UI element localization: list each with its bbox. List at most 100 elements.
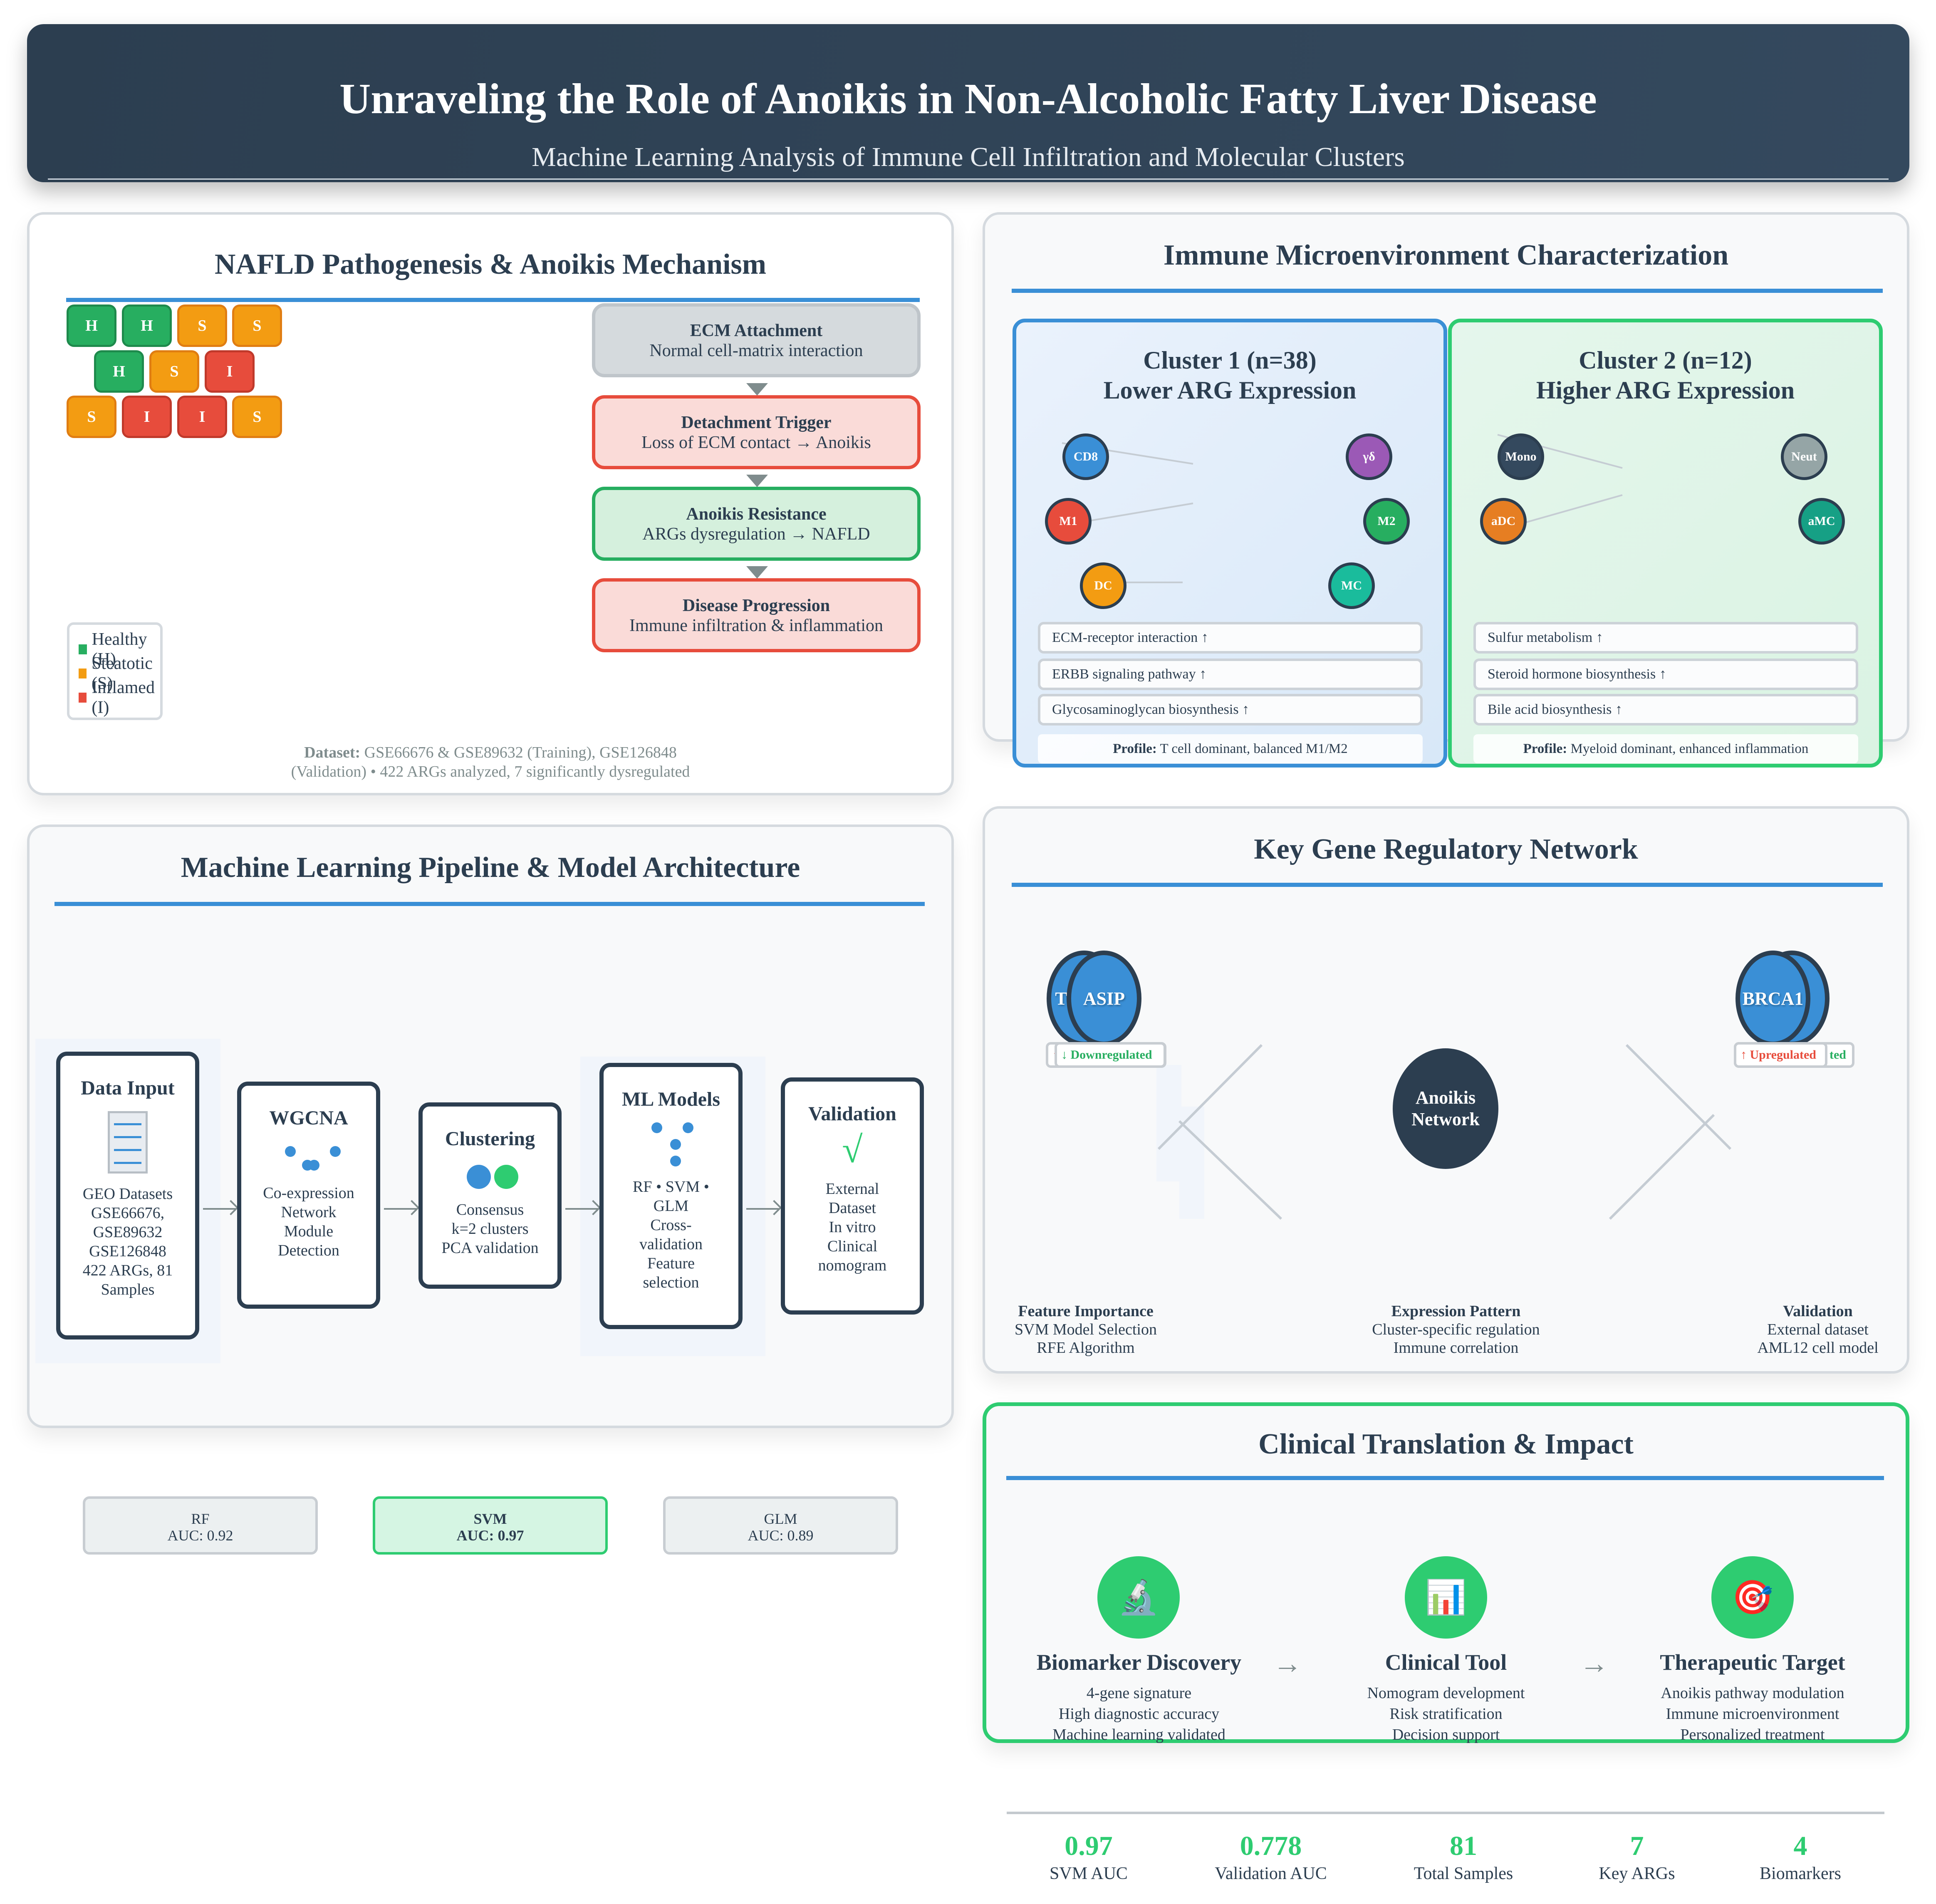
hex-cell: S: [232, 305, 282, 347]
stats-divider: [1007, 1812, 1884, 1814]
gene-network-title: Key Gene Regulatory Network: [1254, 833, 1638, 865]
document-icon: [108, 1111, 148, 1174]
stat-validation-auc: 0.778 Validation AUC: [1215, 1831, 1327, 1883]
title-divider: [1012, 289, 1883, 293]
tree-dots-icon: [604, 1111, 738, 1166]
upregulated-badge: ↑ Upregulated: [1734, 1042, 1827, 1068]
clinical-step-therapeutic: Therapeutic Target Anoikis pathway modul…: [1660, 1650, 1845, 1743]
immune-cell-dc: DC: [1080, 562, 1126, 609]
cluster-2-title: Cluster 2 (n=12) Higher ARG Expression: [1536, 347, 1795, 404]
pathway-item: ECM-receptor interaction ↑: [1038, 622, 1423, 654]
hex-cell: H: [67, 305, 116, 347]
page-title: Unraveling the Role of Anoikis in Non-Al…: [339, 75, 1597, 123]
header-divider: [48, 178, 1889, 180]
pipeline-arrow-icon: [746, 1208, 779, 1210]
arrow-right-icon: →: [1273, 1648, 1302, 1680]
stat-key-args: 7 Key ARGs: [1599, 1831, 1675, 1883]
footer-validation: Validation External dataset AML12 cell m…: [1757, 1302, 1879, 1357]
stage-clustering: Clustering Consensus k=2 clusters PCA va…: [418, 1102, 562, 1289]
microscope-icon: 🔬: [1097, 1556, 1180, 1639]
network-edges: [1156, 1044, 1732, 1220]
flow-arrow-icon: [746, 566, 768, 579]
stat-biomarkers: 4 Biomarkers: [1760, 1831, 1841, 1883]
pathway-item: Bile acid biosynthesis ↑: [1473, 694, 1858, 725]
flow-step-ecm-attachment: ECM Attachment Normal cell-matrix intera…: [592, 303, 921, 377]
footer-expression-pattern: Expression Pattern Cluster-specific regu…: [1372, 1302, 1540, 1357]
pathway-item: ERBB signaling pathway ↑: [1038, 659, 1423, 690]
downregulated-badge: ↓ Downregulated: [1055, 1042, 1166, 1068]
pipeline-arrow-icon: [384, 1208, 416, 1210]
pathway-item: Sulfur metabolism ↑: [1473, 622, 1858, 654]
cluster-1-title: Cluster 1 (n=38) Lower ARG Expression: [1103, 347, 1357, 404]
title-divider: [66, 298, 920, 302]
gene-node-asip[interactable]: ASIP: [1067, 951, 1141, 1046]
bar-chart-icon: 📊: [1405, 1556, 1487, 1639]
title-divider: [1006, 1476, 1884, 1480]
pathway-item: Steroid hormone biosynthesis ↑: [1473, 659, 1858, 690]
legend-item-healthy: Healthy (H): [79, 630, 160, 669]
model-auc-glm: GLM AUC: 0.89: [663, 1496, 898, 1555]
clinical-step-tool: Clinical Tool Nomogram development Risk …: [1367, 1650, 1525, 1743]
pathogenesis-title: NAFLD Pathogenesis & Anoikis Mechanism: [214, 248, 767, 280]
title-divider: [54, 902, 925, 906]
pathway-item: Glycosaminoglycan biosynthesis ↑: [1038, 694, 1423, 725]
immune-cell-m2: M2: [1363, 498, 1410, 545]
cluster-2-profile: Profile: Myeloid dominant, enhanced infl…: [1473, 734, 1858, 763]
network-dots-icon: [241, 1129, 376, 1175]
immune-title: Immune Microenvironment Characterization: [1163, 239, 1729, 271]
clinical-title: Clinical Translation & Impact: [1258, 1428, 1634, 1460]
immune-cell-cd8: CD8: [1062, 433, 1109, 480]
dataset-note: Dataset: GSE66676 & GSE89632 (Training),…: [291, 744, 690, 780]
immune-cell-adc: aDC: [1480, 498, 1527, 545]
stage-ml-models: ML Models RF • SVM • GLM Cross- validati…: [599, 1063, 743, 1329]
pipeline-title: Machine Learning Pipeline & Model Archit…: [181, 852, 800, 884]
clinical-step-biomarker: Biomarker Discovery 4-gene signature Hig…: [1036, 1650, 1242, 1743]
model-auc-svm: SVM AUC: 0.97: [373, 1496, 608, 1555]
legend-swatch: [79, 644, 87, 654]
stat-total-samples: 81 Total Samples: [1414, 1831, 1513, 1883]
flow-arrow-icon: [746, 475, 768, 487]
cluster-1-card: Cluster 1 (n=38) Lower ARG Expression CD…: [1013, 319, 1447, 768]
immune-cell-amc: aMC: [1798, 498, 1845, 545]
hex-cell: H: [122, 305, 172, 347]
hex-cell: S: [177, 305, 227, 347]
legend-swatch: [79, 693, 87, 703]
title-divider: [1012, 883, 1883, 887]
stat-svm-auc: 0.97 SVM AUC: [1050, 1831, 1128, 1883]
pipeline-arrow-icon: [565, 1208, 598, 1210]
hex-cell: I: [177, 396, 227, 438]
immune-cell-gamma-delta: γδ: [1346, 433, 1392, 480]
hepatocyte-legend: Healthy (H) Steatotic (S) Inflamed (I): [67, 622, 163, 720]
model-auc-rf: RF AUC: 0.92: [83, 1496, 318, 1555]
gene-node-brca1[interactable]: BRCA1: [1735, 951, 1810, 1046]
two-clusters-icon: [423, 1150, 557, 1192]
hex-cell: S: [67, 396, 116, 438]
stage-validation: Validation √ External Dataset In vitro C…: [781, 1077, 924, 1315]
immune-cell-mono: Mono: [1498, 433, 1544, 480]
target-icon: 🎯: [1711, 1556, 1794, 1639]
stage-wgcna: WGCNA Co-expression Network Module Detec…: [237, 1082, 380, 1309]
flow-arrow-icon: [746, 383, 768, 396]
immune-cell-mc: MC: [1328, 562, 1375, 609]
cluster-2-card: Cluster 2 (n=12) Higher ARG Expression M…: [1448, 319, 1883, 768]
flow-step-anoikis-resistance: Anoikis Resistance ARGs dysregulation → …: [592, 487, 921, 561]
immune-cell-m1: M1: [1045, 498, 1092, 545]
arrow-right-icon: →: [1579, 1648, 1609, 1680]
pathogenesis-panel: NAFLD Pathogenesis & Anoikis Mechanism H…: [27, 212, 954, 795]
hex-cell: I: [122, 396, 172, 438]
page-subtitle: Machine Learning Analysis of Immune Cell…: [532, 142, 1405, 172]
hex-cell: H: [94, 350, 144, 393]
cluster-1-profile: Profile: T cell dominant, balanced M1/M2: [1038, 734, 1423, 763]
legend-item-steatotic: Steatotic (S): [79, 654, 160, 693]
legend-item-inflamed: Inflamed (I): [79, 678, 160, 717]
hex-cell: I: [205, 350, 255, 393]
page-header: Unraveling the Role of Anoikis in Non-Al…: [27, 24, 1909, 182]
hex-cell: S: [149, 350, 199, 393]
flow-step-detachment: Detachment Trigger Loss of ECM contact →…: [592, 395, 921, 469]
flow-step-disease-progression: Disease Progression Immune infiltration …: [592, 578, 921, 652]
checkmark-icon: √: [842, 1129, 863, 1171]
hex-cell: S: [232, 396, 282, 438]
pipeline-arrow-icon: [203, 1208, 235, 1210]
immune-cell-neut: Neut: [1781, 433, 1827, 480]
